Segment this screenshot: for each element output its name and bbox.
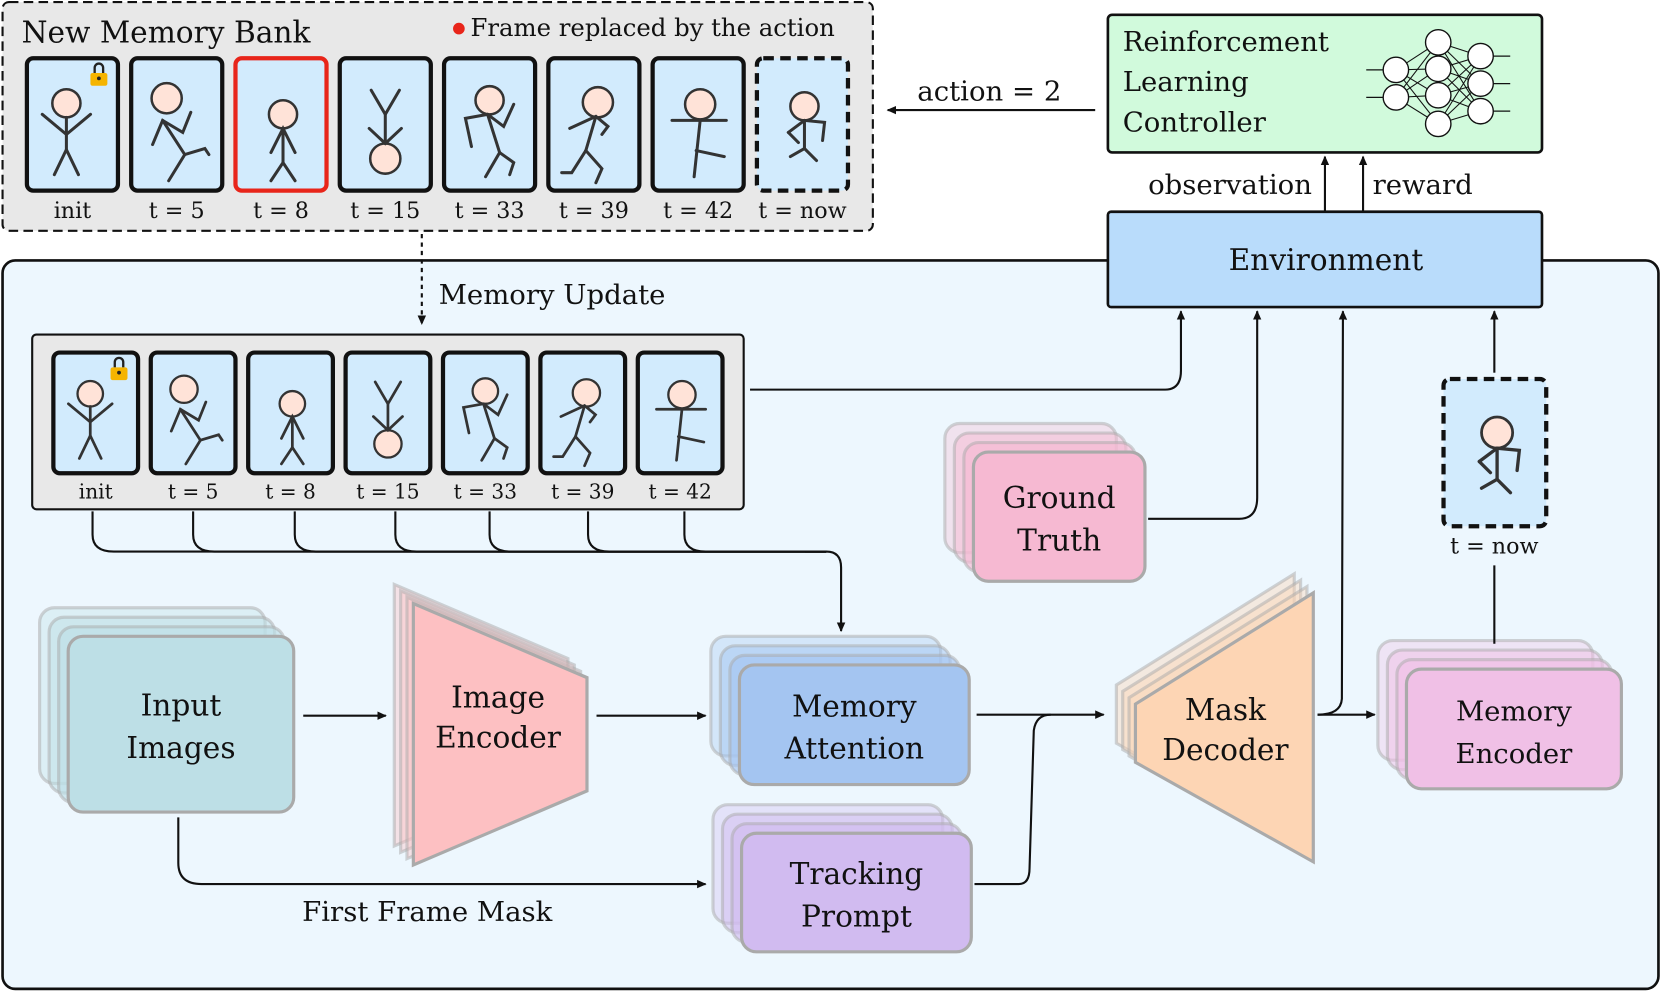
memory-attention-block-label: Attention	[784, 731, 925, 766]
memory-frame[interactable]	[51, 350, 141, 476]
memory-frame[interactable]	[24, 56, 121, 193]
stick-figure-upside-down	[372, 380, 404, 459]
current-frame-label: t = now	[1450, 534, 1538, 560]
rl-controller-line-1: Reinforcement	[1123, 26, 1329, 58]
rl-controller-line-3: Controller	[1123, 106, 1267, 138]
memory-frame[interactable]	[129, 56, 225, 193]
stick-figure-kick	[150, 81, 211, 183]
memory-frame[interactable]	[337, 56, 433, 193]
first-frame-mask-wire	[177, 817, 707, 889]
new-memory-frame-label: t = 8	[253, 198, 309, 224]
memory-frame[interactable]	[441, 56, 538, 193]
memory-frame-label: t = 15	[356, 480, 419, 504]
decoder-to-environment-wire	[1317, 310, 1348, 716]
replaced-frame-legend: Frame replaced by the action	[471, 13, 835, 42]
memory-update-label: Memory Update	[439, 279, 666, 311]
new-memory-frame-label: init	[54, 198, 92, 224]
memory-frame[interactable]	[148, 350, 238, 476]
stick-figure-t-balance	[655, 379, 708, 462]
tracking-prompt-block-label: Prompt	[801, 898, 912, 933]
memory-frame[interactable]	[246, 350, 335, 476]
memory-frame[interactable]	[1441, 376, 1549, 529]
image-encoder-block-label: Encoder	[435, 719, 562, 754]
observation-label: observation	[1148, 169, 1312, 201]
mask-decoder-block-label: Decoder	[1162, 732, 1289, 767]
memory-bank-to-environment-wire	[750, 310, 1186, 391]
stick-figure-walk	[1477, 415, 1522, 495]
tracking-prompt-block-label: Tracking	[790, 856, 924, 891]
memory-frame[interactable]	[538, 350, 628, 476]
new-memory-frame-label: t = 33	[455, 198, 525, 224]
memory-encoder-block-label: Encoder	[1456, 738, 1574, 770]
stick-figure-dance	[461, 377, 509, 462]
memory-frame[interactable]	[233, 56, 329, 193]
memory-bus-wires	[91, 511, 846, 633]
lock-icon	[90, 62, 108, 86]
stick-figure-arms-up	[67, 379, 114, 460]
input-images-block-label: Input	[141, 688, 222, 723]
memory-frame[interactable]	[546, 56, 642, 193]
memory-attention-block-label: Memory	[792, 688, 917, 723]
image-encoder-block-label: Image	[451, 679, 545, 714]
memory-frame[interactable]	[440, 350, 530, 476]
rl-controller-line-2: Learning	[1123, 66, 1249, 98]
action-label: action = 2	[917, 76, 1061, 108]
memory-frame[interactable]	[754, 56, 851, 193]
neural-network-icon	[1366, 28, 1511, 138]
new-memory-frame-label: t = 39	[559, 198, 629, 224]
stick-figure-stand	[278, 389, 307, 466]
new-memory-frame-label: t = 15	[350, 198, 420, 224]
reward-label: reward	[1373, 169, 1473, 201]
memory-frame-label: t = 5	[168, 480, 219, 504]
new-memory-frame-label: t = 42	[663, 198, 733, 224]
lock-icon	[110, 356, 128, 381]
ground-truth-block-label: Truth	[1017, 523, 1101, 558]
input-images-block-label: Images	[126, 730, 235, 765]
environment-label: Environment	[1229, 242, 1424, 277]
new-memory-frame-label: t = 5	[149, 198, 205, 224]
stick-figure-kick	[169, 374, 224, 466]
memory-frame-label: init	[79, 480, 113, 504]
ground-truth-block-label: Ground	[1003, 480, 1116, 515]
current-frame	[1441, 376, 1549, 529]
stick-figure-stand	[267, 99, 299, 183]
stick-figure-run	[552, 378, 602, 468]
mask-decoder-block-label: Mask	[1185, 692, 1267, 727]
memory-bank-panel: init t = 5 t = 8 t = 15 t = 33 t = 39 t = 42	[31, 333, 745, 511]
memory-frame[interactable]	[650, 56, 746, 193]
memory-encoder-block-label: Memory	[1456, 695, 1572, 727]
stick-figure-t-balance	[670, 87, 728, 179]
replaced-frame-legend-dot	[453, 22, 465, 35]
memory-frame-label: t = 33	[454, 480, 517, 504]
rl-controller[interactable]: Reinforcement Learning Controller	[1106, 13, 1544, 154]
environment-box[interactable]: Environment	[1106, 210, 1544, 309]
stick-figure-run	[560, 85, 615, 185]
memory-frame[interactable]	[343, 350, 433, 476]
memory-frame-label: t = 8	[265, 480, 316, 504]
memory-frame-label: t = 39	[551, 480, 614, 504]
stick-figure-walk	[786, 90, 827, 163]
stick-figure-arms-up	[40, 87, 93, 177]
first-frame-mask-label: First Frame Mask	[302, 896, 552, 928]
prompt-to-decoder-wire	[974, 713, 1051, 886]
memory-frame[interactable]	[635, 350, 725, 476]
stick-figure-upside-down	[367, 88, 403, 175]
stick-figure-dance	[463, 84, 516, 179]
new-memory-bank-panel: New Memory Bank Frame replaced by the ac…	[1, 1, 874, 232]
memory-frame-label: t = 42	[648, 480, 711, 504]
new-memory-bank-title: New Memory Bank	[22, 14, 312, 49]
ground-truth-to-environment-wire	[1148, 310, 1262, 520]
new-memory-frame-label: t = now	[758, 198, 846, 224]
